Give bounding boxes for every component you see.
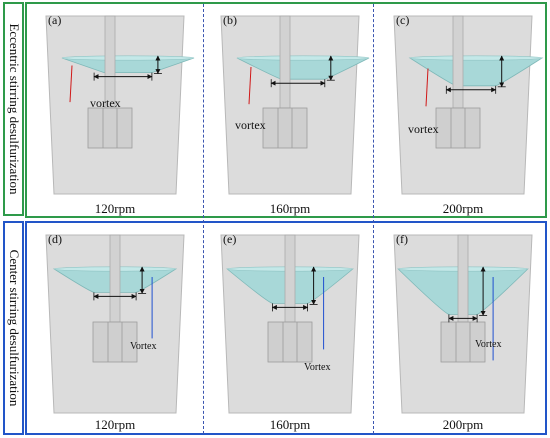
stirring-shaft — [452, 15, 464, 109]
speed-label-d: 120rpm — [94, 417, 136, 432]
panel-letter-c: (c) — [396, 13, 410, 27]
vortex-label-b: vortex — [235, 118, 266, 132]
stirring-shaft — [109, 234, 121, 323]
impeller — [435, 107, 481, 149]
stirring-shaft — [279, 15, 291, 109]
impeller — [440, 321, 486, 363]
vessel-diagram-a — [45, 15, 195, 195]
vessel-diagram-d — [45, 234, 185, 414]
impeller — [262, 107, 308, 149]
panel-letter-b: (b) — [223, 13, 237, 27]
vessel-diagram-b — [220, 15, 370, 195]
eccentric-row-label-box: Eccentric stirring desulfurization — [3, 2, 24, 216]
impeller — [87, 107, 133, 149]
vortex-label-c: vortex — [408, 122, 439, 136]
stirring-shaft — [284, 234, 296, 323]
surface-rim — [236, 55, 370, 61]
panel-letter-d: (d) — [48, 232, 62, 246]
center-row-label-box: Center stirring desulfurization — [3, 221, 24, 435]
vortex-pointer — [248, 66, 252, 105]
vortex-label-a: vortex — [90, 96, 121, 110]
speed-label-c: 200rpm — [442, 201, 484, 216]
speed-label-a: 120rpm — [94, 201, 136, 216]
panel-letter-e: (e) — [223, 232, 237, 246]
speed-label-e: 160rpm — [269, 417, 311, 432]
vessel-diagram-c — [393, 15, 544, 195]
vessel-diagram-f — [393, 234, 533, 414]
center-row-label: Center stirring desulfurization — [6, 249, 22, 407]
vessel-diagram-e — [220, 234, 360, 414]
stirring-shaft — [457, 234, 469, 323]
column-separator-1 — [203, 4, 204, 434]
panel-letter-a: (a) — [48, 13, 62, 27]
vortex-label-e: Vortex — [304, 362, 331, 373]
impeller — [92, 321, 138, 363]
vortex-pointer — [425, 68, 429, 107]
eccentric-row-frame — [25, 2, 547, 218]
center-row-frame — [25, 221, 547, 435]
eccentric-row-label: Eccentric stirring desulfurization — [6, 23, 22, 195]
stirring-shaft — [104, 15, 116, 109]
panel-letter-f: (f) — [396, 232, 408, 246]
impeller — [267, 321, 313, 363]
speed-label-f: 200rpm — [442, 417, 484, 432]
vortex-label-d: Vortex — [130, 341, 157, 352]
vortex-label-f: Vortex — [475, 339, 502, 350]
vortex-pointer — [69, 65, 73, 103]
speed-label-b: 160rpm — [269, 201, 311, 216]
surface-rim — [409, 55, 543, 61]
surface-rim — [61, 55, 195, 61]
column-separator-2 — [373, 4, 374, 434]
